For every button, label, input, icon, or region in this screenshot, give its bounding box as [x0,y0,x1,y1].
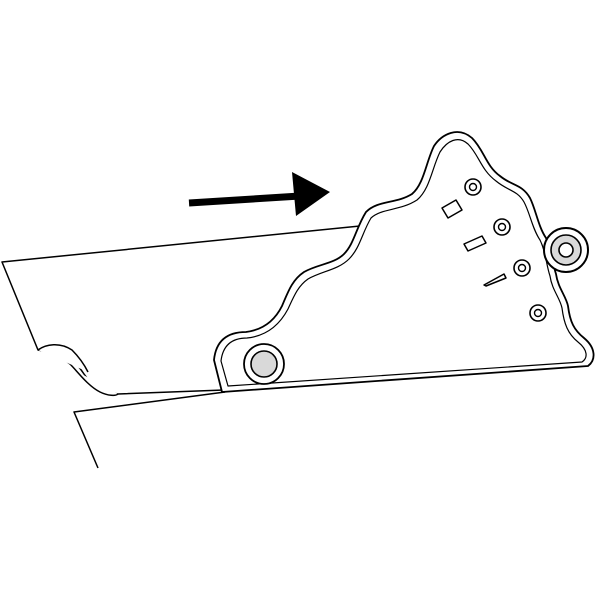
gauge-plate [213,131,595,393]
pivot-knob-inner [250,350,278,378]
gauge-plate-inner [220,139,587,387]
arrow-head [292,172,330,216]
side-knob-center [558,242,574,258]
gauge-plate-outer [213,131,595,393]
cutout-small [483,273,507,287]
plate-hole [513,259,531,277]
plate-hole [529,304,547,322]
right-arrow-icon [188,172,330,216]
plate-hole [493,218,511,236]
plate-cutouts [441,199,507,287]
plate-hole [464,178,482,196]
paper-sheet [1,225,361,397]
lower-sheet [73,391,226,469]
lower-sheet-outline [73,391,226,469]
paper-curl-back [37,344,89,373]
knob-icon [243,343,285,385]
cutout-large [441,199,463,219]
plate-holes [464,178,547,322]
knob-icon [543,227,589,273]
arrow-shaft [188,192,301,207]
cutout-medium [463,235,487,252]
